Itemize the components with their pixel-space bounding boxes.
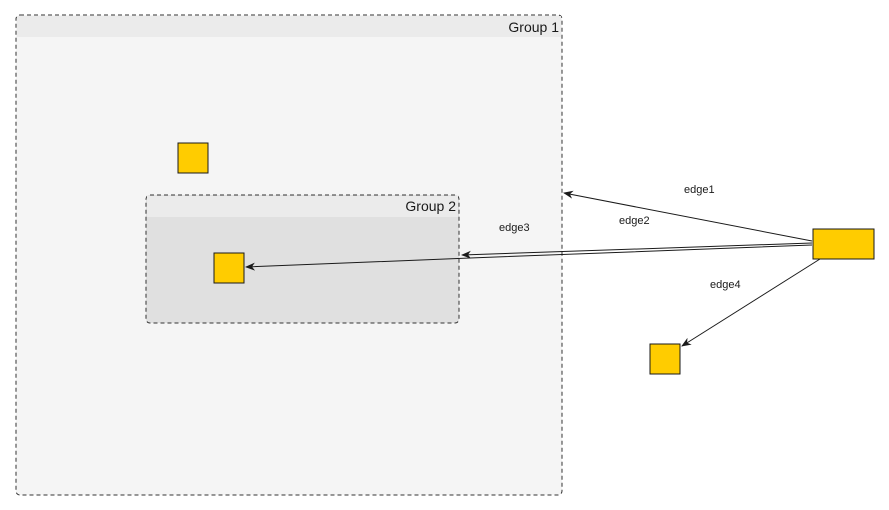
- group-1-title: Group 1: [508, 19, 559, 35]
- edge-2-label: edge2: [619, 215, 650, 227]
- edge-3-label: edge3: [499, 222, 530, 234]
- edge-1-label: edge1: [684, 184, 715, 196]
- node-edge-4-target[interactable]: [649, 343, 681, 375]
- group-2[interactable]: Group 2: [145, 194, 460, 324]
- group-2-body[interactable]: [145, 194, 460, 324]
- node-top-in-group-1[interactable]: [177, 142, 209, 174]
- edge-1-line[interactable]: [563, 190, 813, 242]
- node-in-group-2[interactable]: [213, 252, 245, 284]
- edge-3-line[interactable]: [245, 244, 813, 271]
- group-1-header: [17, 16, 561, 37]
- edge-4-line[interactable]: [681, 258, 821, 347]
- group-2-title: Group 2: [405, 198, 456, 214]
- node-source[interactable]: [812, 228, 875, 260]
- group-2-header: [147, 196, 458, 217]
- edge-4-label: edge4: [710, 279, 741, 291]
- edge-2-line[interactable]: [461, 242, 813, 259]
